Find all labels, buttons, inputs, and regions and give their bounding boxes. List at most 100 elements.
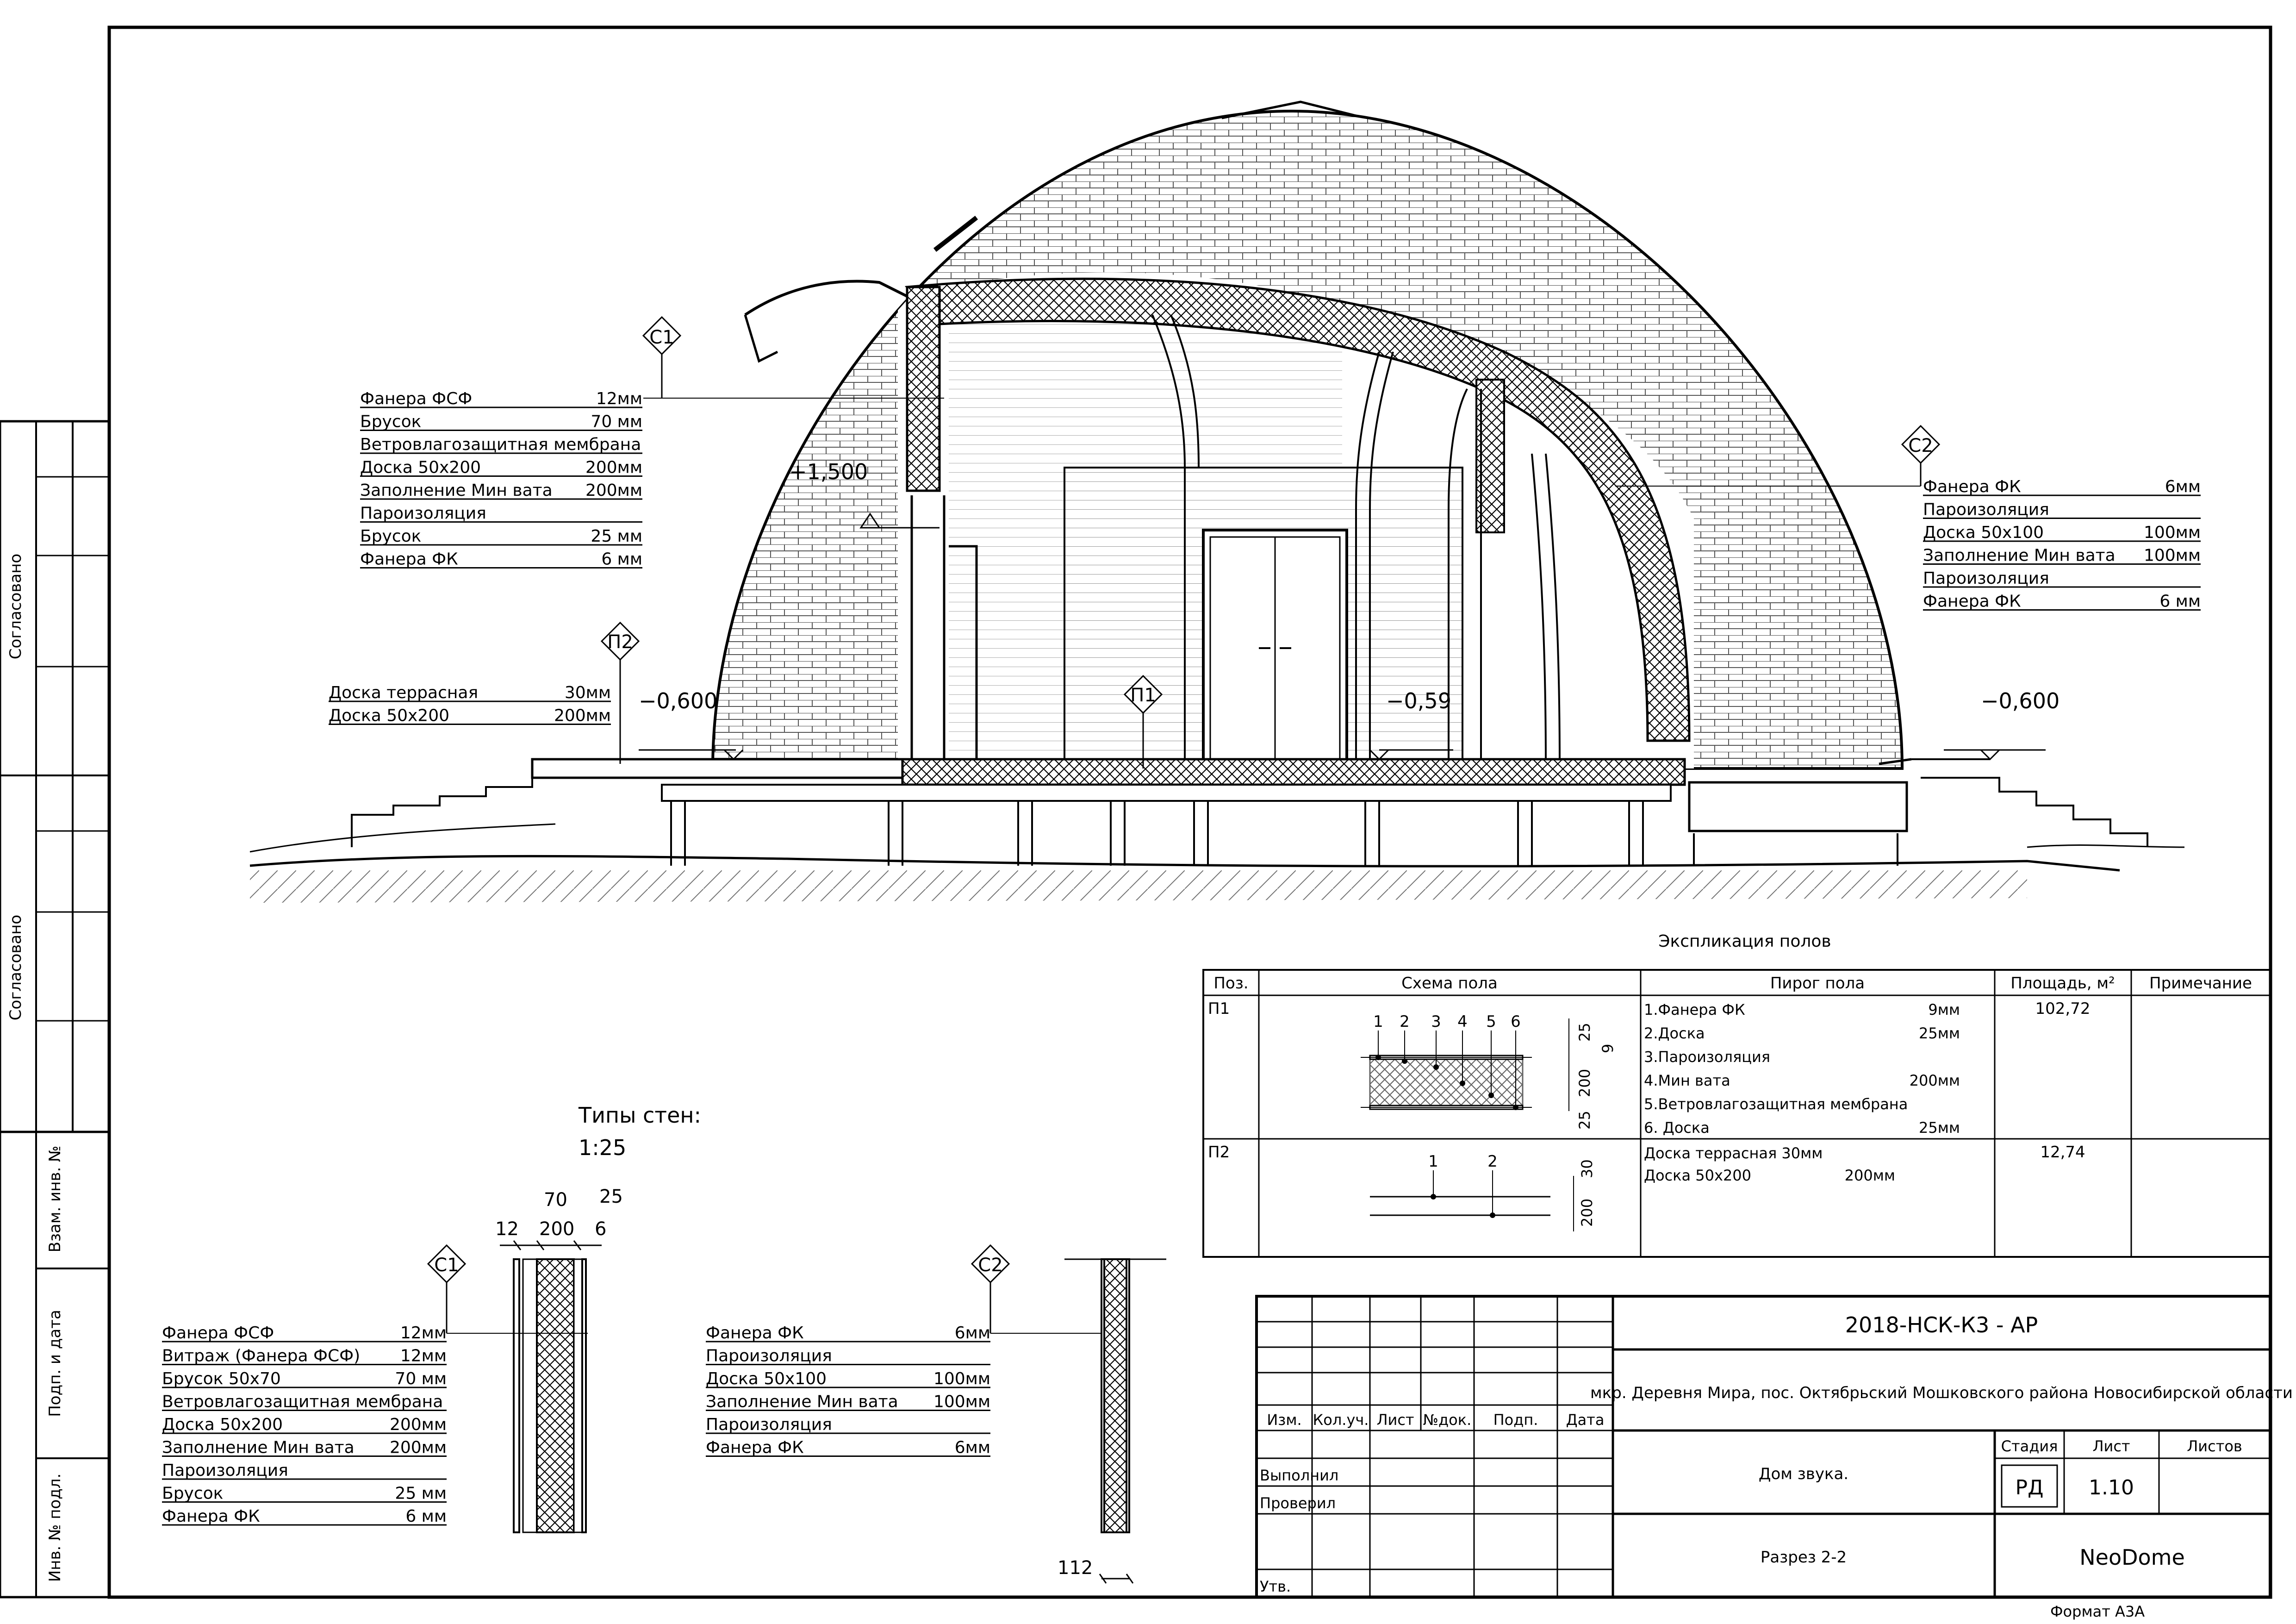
floor-p1-scheme — [1361, 1018, 1569, 1111]
callout-c2-layer-value: 100мм — [2144, 546, 2201, 565]
tag-p1: П1 — [1123, 675, 1163, 768]
callout-c1-layer-name: Брусок — [360, 412, 421, 431]
callout-p2-layer-value: 200мм — [554, 706, 611, 725]
floor-p2-area: 12,74 — [2040, 1143, 2085, 1162]
floor-p1-layer-value: 25мм — [1919, 1024, 1960, 1042]
project-code: 2018-НСК-К3 - АР — [1845, 1312, 2038, 1337]
floor-p1-number: 6 — [1511, 1012, 1521, 1031]
callout-c1-layer-value: 12мм — [596, 389, 642, 408]
floor-p2-dot — [1490, 1212, 1495, 1218]
floors-header-scheme: Схема пола — [1401, 974, 1498, 993]
wall-c1-layer-value: 6 мм — [405, 1507, 447, 1526]
floor-p1-layer-name: 1.Фанера ФК — [1644, 1001, 1745, 1018]
callout-c1-layer-name: Заполнение Мин вата — [360, 481, 553, 500]
tb-col-kolvo: Кол.уч. — [1313, 1411, 1369, 1429]
callout-c1-layer-value: 70 мм — [591, 412, 642, 431]
floor-p2-number: 1 — [1428, 1152, 1438, 1171]
floor-p1-layer-name: 2.Доска — [1644, 1024, 1705, 1042]
callout-c2-layer-name: Пароизоляция — [1923, 500, 2049, 519]
floor-p1-number: 5 — [1486, 1012, 1496, 1031]
floor-p1-dot — [1433, 1064, 1439, 1070]
floor-p2-pos: П2 — [1208, 1143, 1230, 1162]
callout-p2-layer-name: Доска террасная — [329, 683, 478, 702]
wall-c1-layer-name: Фанера ФК — [162, 1507, 260, 1526]
wall-types: Типы стен: 1:25 С1 12 70 200 25 6 Фанера… — [162, 1103, 1166, 1584]
floor-p2-dim-1: 200 — [1578, 1199, 1596, 1227]
wall-c2-layer-value: 6мм — [955, 1438, 990, 1457]
wall-c1-layer-value: 12мм — [400, 1347, 447, 1366]
wall-c1-dim-6: 6 — [595, 1218, 606, 1240]
tag-c2: С2 — [1615, 425, 1941, 487]
wall-c1-dim-70: 70 — [544, 1189, 567, 1211]
floor-p1-dot — [1488, 1093, 1494, 1098]
floor-p2-layer-value: 200мм — [1845, 1167, 1895, 1184]
wall-c2-layer-name: Заполнение Мин вата — [706, 1393, 898, 1412]
floor-p1-dim-0: 25 — [1576, 1023, 1593, 1042]
floor-p2-dim-0: 30 — [1578, 1159, 1596, 1178]
sheets-label: Листов — [2187, 1437, 2242, 1455]
wall-c1-layer-value: 12мм — [400, 1324, 447, 1343]
wall-c1-dim-25: 25 — [599, 1186, 623, 1207]
floor-p1-number: 1 — [1373, 1012, 1383, 1031]
object-name: Дом звука. — [1759, 1465, 1848, 1483]
tb-row-executed: Выполнил — [1260, 1467, 1338, 1484]
wall-c1-layer-name: Брусок 50х70 — [162, 1369, 281, 1388]
stage-label: Стадия — [2001, 1437, 2058, 1455]
wall-c1-layer-name: Ветровлагозащитная мембрана — [162, 1393, 443, 1412]
callout-p2-layer-value: 30мм — [565, 683, 611, 702]
wall-c2-layer-value: 100мм — [933, 1369, 990, 1388]
floor-p1-dim-1: 9 — [1599, 1044, 1617, 1053]
tb-col-doc: №док. — [1423, 1411, 1471, 1429]
floor-p2-number: 2 — [1487, 1152, 1498, 1171]
floors-table: Экспликация полов Поз. Схема пола Пирог … — [1202, 932, 2271, 1258]
tb-col-izm: Изм. — [1267, 1411, 1301, 1429]
floor-p1-dim-2: 200 — [1576, 1069, 1593, 1097]
paper-format: Формат А3А — [2050, 1603, 2145, 1620]
floors-header-area: Площадь, м² — [2010, 974, 2115, 993]
tb-row-approved: Утв. — [1260, 1578, 1291, 1595]
wall-c2-dim-112: 112 — [1058, 1557, 1093, 1579]
floor-p1-area: 102,72 — [2035, 999, 2091, 1018]
floor-p1-dot — [1513, 1105, 1518, 1110]
wall-c1-layer-value: 200мм — [390, 1438, 447, 1457]
callout-c2-layer-name: Доска 50х100 — [1923, 523, 2044, 542]
callout-c1-layer-name: Доска 50х200 — [360, 458, 481, 477]
wall-c1-layer-name: Фанера ФСФ — [162, 1324, 274, 1343]
side-stamp: Согласовано Согласовано Взам. инв. № Под… — [0, 420, 111, 1599]
tb-col-sign: Подп. — [1493, 1411, 1538, 1429]
wall-c1-layer-name: Брусок — [162, 1484, 223, 1503]
callout-c1-layer-value: 6 мм — [601, 550, 642, 569]
title-block: Изм. Кол.уч. Лист №док. Подп. Дата Выпол… — [1255, 1295, 2293, 1620]
svg-text:С2: С2 — [1908, 435, 1933, 456]
wall-c1-dim-200: 200 — [539, 1218, 574, 1240]
callout-p2-layer-name: Доска 50х200 — [329, 706, 449, 725]
callout-c1-layer-name: Ветровлагозащитная мембрана — [360, 435, 641, 454]
callout-c2-layer-name: Пароизоляция — [1923, 569, 2049, 588]
tag-p2: П2 — [600, 621, 640, 764]
wall-c2-layer-name: Доска 50х100 — [706, 1369, 827, 1388]
wall-types-scale: 1:25 — [579, 1135, 626, 1160]
project-address: мкр. Деревня Мира, пос. Октябрьский Мошк… — [1590, 1384, 2293, 1402]
floor-p1-layer-value: 200мм — [1910, 1072, 1960, 1089]
sheet-title: Разрез 2-2 — [1761, 1548, 1847, 1567]
callout-c2-layer-name: Фанера ФК — [1923, 592, 2021, 611]
floor-p1-number: 2 — [1400, 1012, 1410, 1031]
level-marks: +1,500 −0,600 −0,59 −0,600 — [639, 459, 2060, 761]
wall-c1-layer-value: 25 мм — [395, 1484, 447, 1503]
callout-c1-layer-value: 200мм — [585, 481, 642, 500]
wall-c1-layer-name: Заполнение Мин вата — [162, 1438, 355, 1457]
wall-c2-layer-value: 100мм — [933, 1393, 990, 1412]
callout-c2-layer-name: Фанера ФК — [1923, 477, 2021, 496]
level-right: −0,600 — [1981, 688, 2060, 713]
